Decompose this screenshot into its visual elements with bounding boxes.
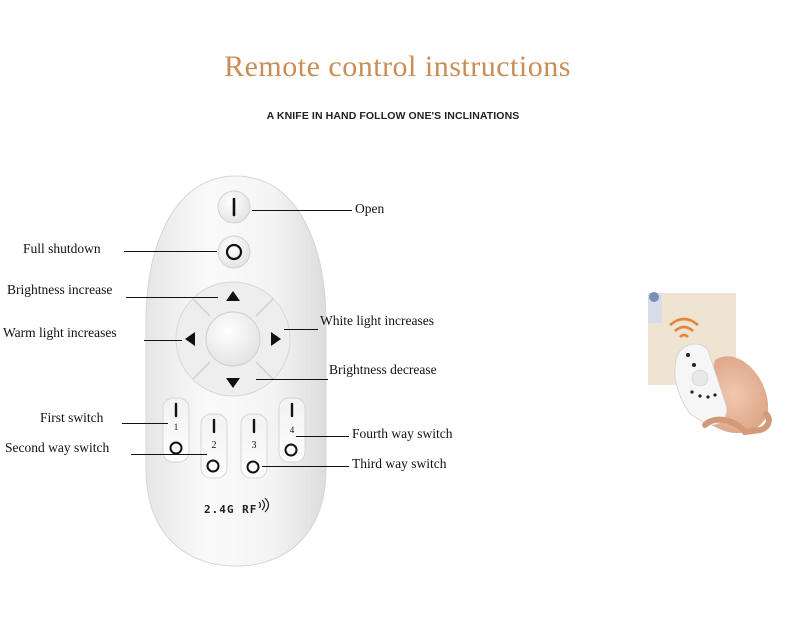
leader-white-light [284,329,318,331]
warm-light-button[interactable] [185,332,195,346]
callout-warm-light-increases: Warm light increases [3,325,117,340]
full-shutdown-button[interactable] [217,235,251,269]
brightness-increase-button[interactable] [226,291,240,301]
center-button[interactable] [205,311,261,367]
channel-3-key[interactable] [240,413,268,479]
leader-fourth-way-switch [296,436,349,438]
white-light-button[interactable] [271,332,281,346]
brand-text: 2.4G RF [204,503,257,516]
brightness-decrease-button[interactable] [226,378,240,388]
leader-open [252,210,352,212]
channel-4-key[interactable] [278,397,306,463]
callout-third-way-switch: Third way switch [352,456,447,471]
callout-full-shutdown: Full shutdown [23,241,101,256]
channel-number-3: 3 [252,440,257,451]
channel-number-4: 4 [290,425,295,435]
page-title: Remote control instructions [224,50,571,83]
leader-first-switch [122,423,168,425]
leader-brightness-decrease [256,379,328,381]
channel-number-2: 2 [212,440,217,451]
channel-1-key[interactable] [162,397,190,463]
page-subtitle: A KNIFE IN HAND FOLLOW ONE'S INCLINATION… [266,110,520,122]
wireless-signal-icon [258,497,270,513]
leader-third-way-switch [262,466,349,468]
callout-fourth-way-switch: Fourth way switch [352,426,453,441]
callout-white-light-increases: White light increases [320,313,434,328]
open-button[interactable] [217,190,251,224]
callout-open: Open [355,201,385,216]
callout-second-way-switch: Second way switch [5,440,110,455]
leader-full-shutdown [124,251,217,253]
leader-brightness-increase [126,297,218,299]
leader-second-way-switch [131,454,207,456]
hand-holding-remote-photo [648,292,772,436]
channel-2-key[interactable] [200,413,228,479]
leader-warm-light [144,340,182,342]
callout-first-switch: First switch [40,410,104,425]
channel-number-1: 1 [174,422,179,432]
callout-brightness-decrease: Brightness decrease [329,362,437,377]
callout-brightness-increase: Brightness increase [7,282,113,297]
